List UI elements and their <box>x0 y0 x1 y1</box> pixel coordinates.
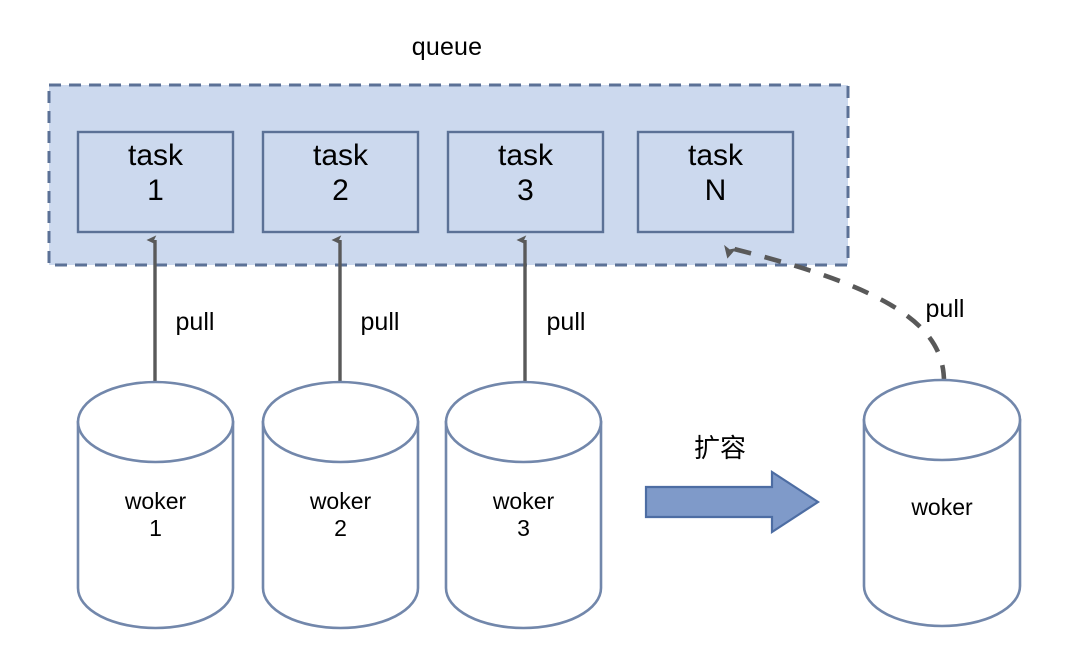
pull-arrow-dashed <box>730 248 947 383</box>
task-box-3[interactable] <box>446 130 605 234</box>
worker-cylinder-4[interactable] <box>862 378 1022 628</box>
scale-up-block-arrow <box>644 469 821 535</box>
task-box-2[interactable] <box>261 130 420 234</box>
task-box-4[interactable] <box>636 130 795 234</box>
worker-cylinder-2[interactable] <box>261 380 420 630</box>
worker-cylinder-3[interactable] <box>444 380 603 630</box>
worker-cylinder-1[interactable] <box>76 380 235 630</box>
task-box-1[interactable] <box>76 130 235 234</box>
